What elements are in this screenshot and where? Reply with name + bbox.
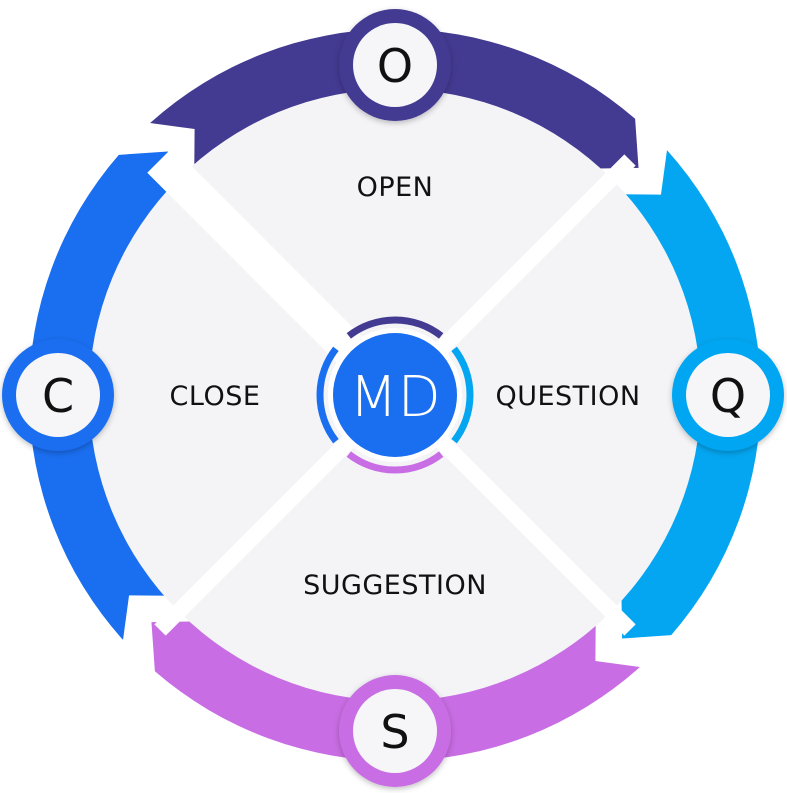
ring-arrow-question bbox=[617, 150, 761, 639]
ring-arrow-open bbox=[150, 29, 639, 173]
center-arc-open bbox=[346, 316, 444, 339]
badge-question-letter: Q bbox=[710, 369, 746, 423]
center-arc-question bbox=[451, 346, 474, 444]
badge-close: C bbox=[2, 339, 114, 451]
label-question: QUESTION bbox=[495, 381, 640, 412]
badge-open: O bbox=[339, 9, 451, 121]
ring-arrow-close bbox=[29, 151, 173, 640]
badge-close-inner bbox=[16, 353, 100, 437]
badge-suggestion-letter: S bbox=[380, 705, 409, 759]
center-ring-arcs bbox=[316, 316, 474, 474]
label-suggestion: SUGGESTION bbox=[303, 570, 487, 601]
label-open: OPEN bbox=[357, 172, 434, 203]
badge-suggestion: S bbox=[339, 675, 451, 787]
ring-arrow-suggestion bbox=[151, 617, 640, 761]
badge-question: Q bbox=[672, 339, 784, 451]
center-arc-close bbox=[316, 346, 339, 444]
badge-question-inner bbox=[686, 353, 770, 437]
badge-open-letter: O bbox=[377, 39, 413, 93]
center-circle bbox=[333, 333, 457, 457]
ring-arrows bbox=[29, 29, 761, 761]
center-label: MD bbox=[349, 365, 440, 430]
label-close: CLOSE bbox=[170, 381, 261, 412]
badge-open-inner bbox=[353, 23, 437, 107]
center-arc-suggestion bbox=[346, 451, 444, 474]
badge-suggestion-inner bbox=[353, 689, 437, 773]
badge-close-letter: C bbox=[42, 369, 74, 423]
